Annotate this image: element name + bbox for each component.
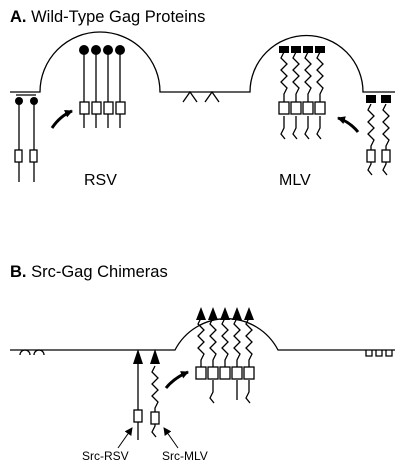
src-mlv-arrowhead <box>150 349 160 364</box>
membrane-a <box>10 31 395 93</box>
rsv-bud-heads <box>79 45 125 55</box>
src-rsv-free <box>133 362 143 440</box>
panel-b-letter: B. <box>10 263 27 281</box>
panel-a-title: A. Wild-Type Gag Proteins <box>10 8 205 27</box>
membrane-b-brackets <box>365 350 393 357</box>
mlv-label: MLV <box>279 172 311 189</box>
src-rsv-label: Src-RSV <box>82 449 129 463</box>
src-rsv-arrowhead <box>133 349 143 364</box>
panel-b-title: B. Src-Gag Chimeras <box>10 263 168 282</box>
rsv-label: RSV <box>84 172 117 189</box>
panel-a-letter: A. <box>10 8 27 26</box>
src-mlv-pointer <box>163 427 179 449</box>
rsv-arrow <box>50 109 73 129</box>
bud-b-gag <box>195 317 255 404</box>
mlv-arrow <box>337 116 360 133</box>
mlv-free-gag <box>366 103 391 176</box>
membrane-b-arcs <box>19 349 45 356</box>
rsv-free-gag <box>14 94 38 182</box>
mlv-free-heads <box>366 95 391 103</box>
bud-b-arrowheads <box>196 307 254 320</box>
src-rsv-pointer <box>117 427 133 449</box>
mlv-bud-gag <box>278 51 326 140</box>
rsv-bud-gag <box>79 50 126 128</box>
panel-b-heading: Src-Gag Chimeras <box>31 263 168 281</box>
membrane-a-tents <box>182 90 220 103</box>
panel-a-heading: Wild-Type Gag Proteins <box>31 8 206 26</box>
rsv-free-heads <box>15 97 38 105</box>
bud-b-arrow <box>164 370 189 389</box>
mlv-bud-heads <box>279 46 325 53</box>
src-mlv-free <box>150 365 160 438</box>
membrane-b <box>10 318 395 351</box>
src-mlv-label: Src-MLV <box>162 449 208 463</box>
